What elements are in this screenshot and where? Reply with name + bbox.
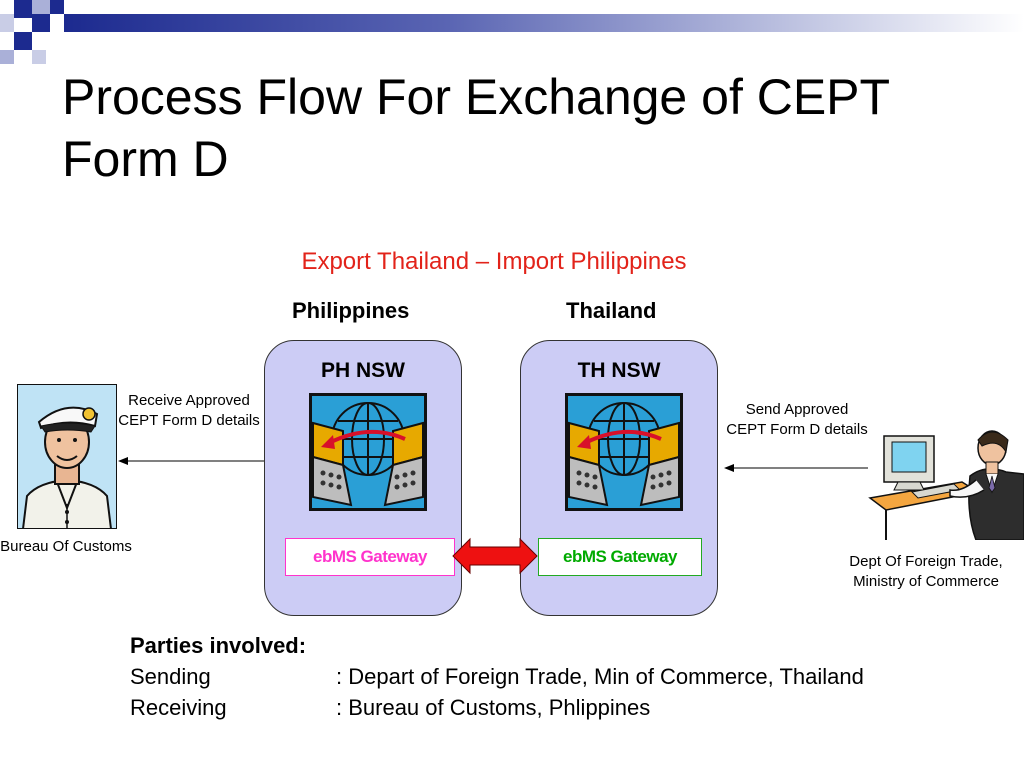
parties-value: : Depart of Foreign Trade, Min of Commer… xyxy=(336,664,864,689)
receive-flow-label: Receive Approved CEPT Form D details xyxy=(118,392,260,429)
country-label-thailand: Thailand xyxy=(566,298,657,323)
gateway-exchange-arrow xyxy=(452,537,538,575)
receive-arrow xyxy=(118,457,264,465)
ph-nsw-node: PH NSW ebMS Gateway xyxy=(264,340,462,616)
parties-row-receiving: Receiving : Bureau of Customs, Phlippine… xyxy=(130,692,864,723)
network-exchange-icon xyxy=(309,393,427,511)
parties-role: Sending xyxy=(130,664,211,689)
customs-officer-icon xyxy=(17,384,117,529)
parties-heading: Parties involved: xyxy=(130,633,307,658)
office-worker-computer-icon xyxy=(868,430,1024,540)
parties-value: : Bureau of Customs, Phlippines xyxy=(336,695,651,720)
customs-label: Bureau Of Customs xyxy=(0,538,132,555)
slide-subtitle: Export Thailand – Import Philippines xyxy=(301,248,687,275)
parties-row-sending: Sending : Depart of Foreign Trade, Min o… xyxy=(130,661,864,692)
send-arrow xyxy=(724,464,868,472)
slide-title: Process Flow For Exchange of CEPT Form D xyxy=(62,69,890,187)
ph-nsw-label: PH NSW xyxy=(321,359,405,382)
country-label-philippines: Philippines xyxy=(292,298,410,323)
th-ebms-gateway: ebMS Gateway xyxy=(538,538,702,576)
th-nsw-node: TH NSW ebMS Gateway xyxy=(520,340,718,616)
dft-label: Dept Of Foreign Trade, Ministry of Comme… xyxy=(849,553,1003,590)
parties-role: Receiving xyxy=(130,695,227,720)
send-flow-label: Send Approved CEPT Form D details xyxy=(726,401,868,438)
network-exchange-icon xyxy=(565,393,683,511)
th-nsw-label: TH NSW xyxy=(577,359,661,382)
parties-involved: Parties involved: Sending : Depart of Fo… xyxy=(130,630,864,723)
ph-ebms-gateway: ebMS Gateway xyxy=(285,538,455,576)
